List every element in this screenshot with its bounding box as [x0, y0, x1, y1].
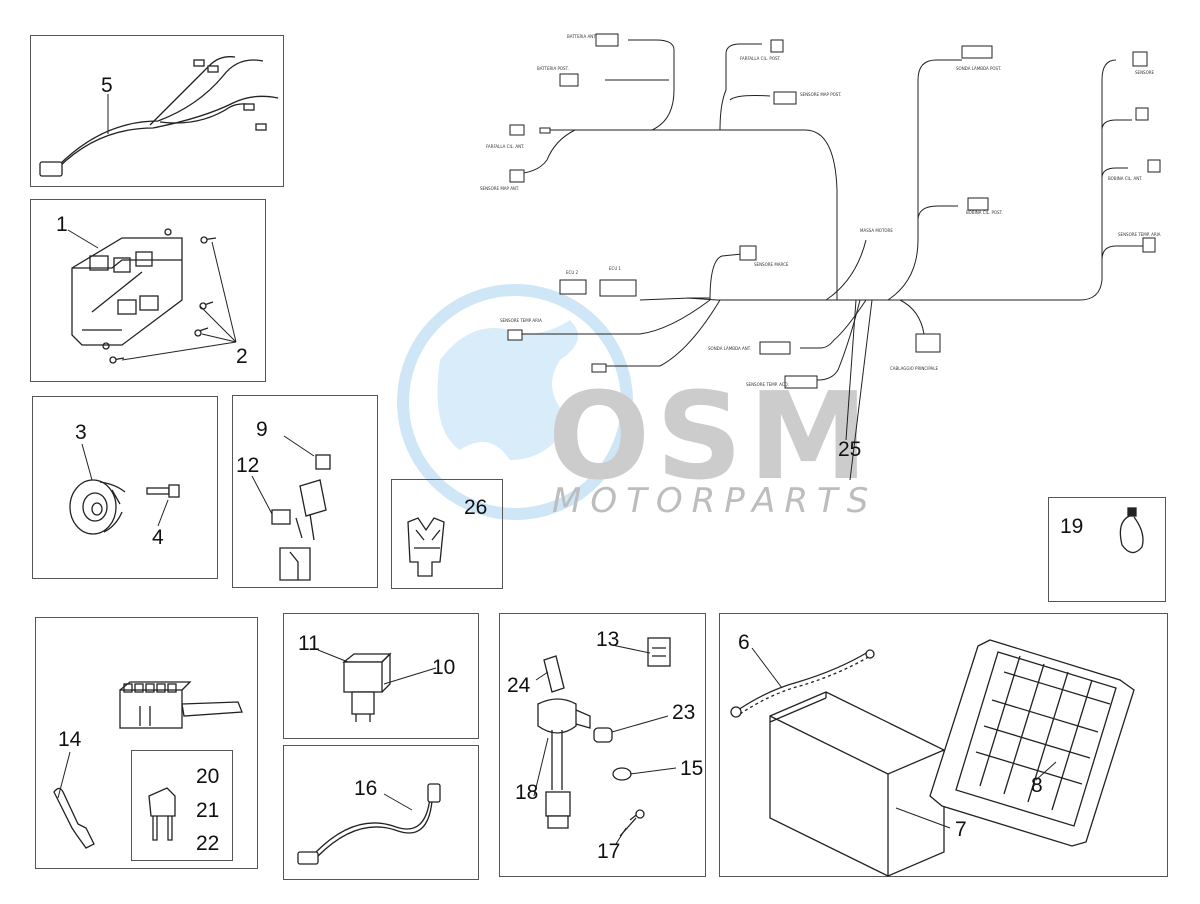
callout-12: 12 — [236, 454, 260, 477]
clip-26-drawing — [407, 517, 445, 577]
callout-2: 2 — [236, 345, 248, 368]
callout-14: 14 — [58, 728, 82, 751]
label-massa-motore: MASSA MOTORE — [860, 228, 893, 233]
fuse-20-22-drawing — [148, 787, 176, 841]
box-sensor-13-24 — [499, 613, 706, 877]
box-horn-3-4 — [32, 396, 218, 579]
callout-9: 9 — [256, 418, 268, 441]
battery-7-drawing — [769, 691, 945, 877]
callout-10: 10 — [432, 656, 456, 679]
callout-17: 17 — [597, 840, 621, 863]
label-ecu-2: ECU 2 — [566, 270, 579, 275]
label-map-ant: SENSORE MAP ANT. — [480, 186, 519, 191]
box-clip-19 — [1048, 497, 1166, 602]
screws-2-drawing — [109, 236, 217, 364]
label-batteria-ant: BATTERIA ANT. — [567, 34, 596, 39]
box-fuse-20-22 — [131, 750, 233, 861]
label-temp-acq: SENSORE TEMP. ACQ. — [746, 382, 789, 387]
cable-6-drawing — [730, 649, 875, 718]
harness-5-drawing — [39, 56, 279, 177]
box-fuse-9-12 — [232, 395, 378, 588]
callout-15: 15 — [680, 757, 704, 780]
callout-7: 7 — [955, 818, 967, 841]
watermark-brand-line: MOTORPARTS — [552, 481, 877, 521]
callout-5: 5 — [101, 74, 113, 97]
fuse-holder-12-drawing — [271, 454, 331, 581]
callout-4: 4 — [152, 526, 164, 549]
cable-16-drawing — [297, 783, 441, 865]
label-map-post: SENSORE MAP POST. — [800, 92, 842, 97]
box-fusebox-14 — [35, 617, 258, 869]
label-bobina-post: BOBINA CIL. POST. — [966, 210, 1003, 215]
ecu-1-drawing — [71, 228, 183, 350]
callout-leader-lines — [57, 94, 1057, 845]
callout-11: 11 — [298, 632, 320, 655]
label-temp-aria: SENSORE TEMP ARIA — [500, 318, 542, 323]
fusebox-drawing — [119, 681, 243, 729]
label-batteria-post: BATTERIA POST. — [537, 66, 569, 71]
callout-25: 25 — [838, 438, 862, 461]
main-harness-25-drawing — [507, 33, 1161, 481]
box-battery-6-8 — [719, 613, 1168, 877]
box-ecu-1-2 — [30, 199, 266, 382]
callout-16: 16 — [354, 777, 378, 800]
callout-26: 26 — [464, 496, 488, 519]
tray-8-drawing — [929, 639, 1135, 847]
fuse-puller-14-drawing — [53, 787, 95, 849]
horn-3-drawing — [69, 479, 126, 535]
label-lambda-ant: SONDA LAMBDA ANT. — [708, 346, 751, 351]
label-farfalla-ant: FARFALLA CIL. ANT. — [486, 144, 524, 149]
callout-18: 18 — [515, 781, 539, 804]
box-clip-26 — [391, 479, 503, 589]
box-harness-5 — [30, 35, 284, 187]
relay-drawing — [342, 652, 392, 722]
watermark-continents — [437, 320, 578, 460]
label-lambda-post: SONDA LAMBDA POST. — [956, 66, 1001, 71]
callout-20: 20 — [196, 765, 220, 788]
watermark-globe — [397, 284, 633, 520]
callout-6: 6 — [738, 631, 750, 654]
callout-22: 22 — [196, 832, 220, 855]
callout-24: 24 — [507, 674, 531, 697]
label-bobina-ant: BOBINA CIL. ANT. — [1108, 176, 1142, 181]
callout-13: 13 — [596, 628, 620, 651]
label-cablaggio: CABLAGGIO PRINCIPALE — [890, 366, 939, 371]
callout-8: 8 — [1031, 774, 1043, 797]
callout-21: 21 — [196, 799, 220, 822]
label-sensore: SENSORE — [1135, 70, 1155, 75]
callout-19: 19 — [1060, 515, 1084, 538]
box-relay-10-11 — [283, 613, 479, 739]
callout-3: 3 — [75, 421, 87, 444]
label-sensore-marce: SENSORE MARCE — [754, 262, 789, 267]
label-temp-aria-2: SENSORE TEMP. ARIA — [1118, 232, 1161, 237]
label-ecu-1: ECU 1 — [609, 266, 622, 271]
label-farfalla-post: FARFALLA CIL. POST. — [740, 56, 781, 61]
clip-19-drawing — [1119, 507, 1144, 554]
callout-1: 1 — [56, 213, 68, 236]
box-cable-16 — [283, 745, 479, 880]
sensor-assembly-drawing — [537, 637, 671, 837]
callout-23: 23 — [672, 701, 696, 724]
bolt-4-drawing — [146, 484, 180, 498]
watermark-logo-letters: OSM — [548, 368, 874, 507]
